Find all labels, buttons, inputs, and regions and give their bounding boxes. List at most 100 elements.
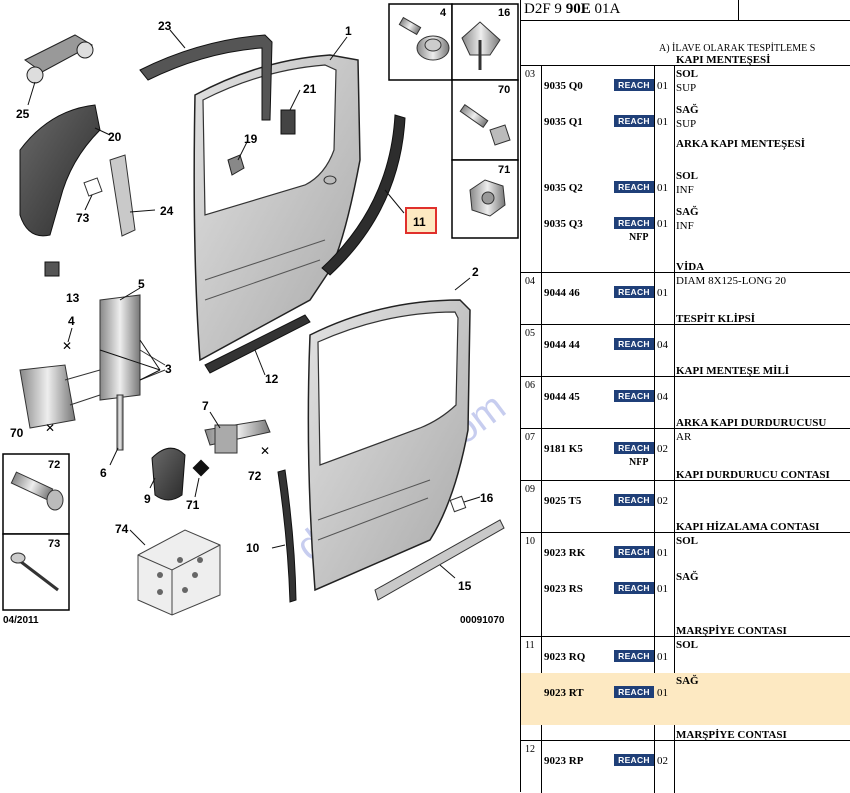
part-name: MARŞPİYE CONTASI (676, 729, 787, 741)
part-number: 9023 RQ (544, 651, 586, 663)
reach-badge: REACH (614, 181, 654, 193)
reach-badge: REACH (614, 442, 654, 454)
reach-badge: REACH (614, 650, 654, 662)
column-divider (541, 741, 542, 793)
callout-1: 1 (345, 24, 352, 38)
hinge-group-3 (19, 294, 166, 429)
part-name: MARŞPİYE CONTASI (676, 625, 787, 637)
part-number: 9025 T5 (544, 495, 582, 507)
diagram-ref: 00091070 (460, 615, 505, 626)
reach-badge: REACH (614, 582, 654, 594)
reach-badge: REACH (614, 79, 654, 91)
column-divider (541, 66, 542, 273)
part-number: 9181 K5 (544, 443, 583, 455)
column-divider (674, 429, 675, 481)
callout-72: 72 (248, 469, 262, 483)
door-2 (307, 299, 471, 592)
quantity: 01 (657, 80, 668, 92)
part-position: INF (676, 184, 694, 196)
title-prefix: D2F 9 (524, 1, 566, 17)
inset-71-label: 71 (498, 164, 510, 176)
seal-11 (321, 114, 406, 276)
callout-4: 4 (68, 314, 75, 328)
callout-21: 21 (303, 82, 317, 96)
inset-73-label: 73 (48, 538, 60, 550)
part-19 (227, 154, 245, 176)
part-number: 9023 RS (544, 583, 583, 595)
inset-group-right: 4 16 70 71 (388, 3, 519, 239)
quantity: 02 (657, 495, 668, 507)
part-name: ARKA KAPI DURDURUCUSU (676, 417, 827, 429)
column-divider (654, 741, 655, 793)
quantity: 01 (657, 218, 668, 230)
cross-70: ✕ (45, 421, 55, 435)
strip-12 (204, 314, 311, 374)
column-divider (654, 481, 655, 533)
reach-badge: REACH (614, 286, 654, 298)
part-number: 9035 Q2 (544, 182, 583, 194)
quantity: 01 (657, 182, 668, 194)
inset-70-label: 70 (498, 84, 510, 96)
callout-12: 12 (265, 372, 279, 386)
quantity: 01 (657, 583, 668, 595)
part-number: 9044 46 (544, 287, 580, 299)
part-number: 9023 RP (544, 755, 584, 767)
leader-lines (27, 29, 481, 579)
quantity: 02 (657, 443, 668, 455)
callout-20: 20 (108, 130, 122, 144)
part-position: SUP (676, 118, 697, 130)
callout-6: 6 (100, 466, 107, 480)
callout-13: 13 (66, 291, 80, 305)
part-name: VİDA (676, 261, 705, 273)
column-divider (654, 533, 655, 637)
title-suffix: 01A (590, 1, 621, 17)
inset-group-left: 72 73 (2, 453, 70, 611)
strip-15 (374, 519, 505, 601)
callout-70: 70 (10, 426, 24, 440)
part-variant: AR (676, 431, 692, 443)
callout-11-box (405, 207, 437, 234)
title-separator (738, 0, 739, 20)
column-divider (654, 273, 655, 325)
part-20 (19, 104, 101, 237)
inset-16-label: 16 (498, 7, 510, 19)
part-variant: SOL (676, 68, 699, 80)
part-number: 9023 RT (544, 687, 584, 699)
part-variant: SAĞ (676, 104, 699, 116)
reach-badge: REACH (614, 338, 654, 350)
quantity: 01 (657, 547, 668, 559)
quantity: 04 (657, 391, 668, 403)
callout-10: 10 (246, 541, 260, 555)
column-divider (674, 66, 675, 273)
callout-25: 25 (16, 107, 30, 121)
part-variant: SAĞ (676, 571, 699, 583)
column-divider (674, 533, 675, 637)
quantity: 01 (657, 116, 668, 128)
column-divider (541, 481, 542, 533)
quantity: 01 (657, 687, 668, 699)
callout-2: 2 (472, 265, 479, 279)
inset-72-label: 72 (48, 459, 60, 471)
cross-4: ✕ (62, 339, 72, 353)
title-bold: 90E (565, 1, 591, 17)
column-divider (541, 325, 542, 377)
